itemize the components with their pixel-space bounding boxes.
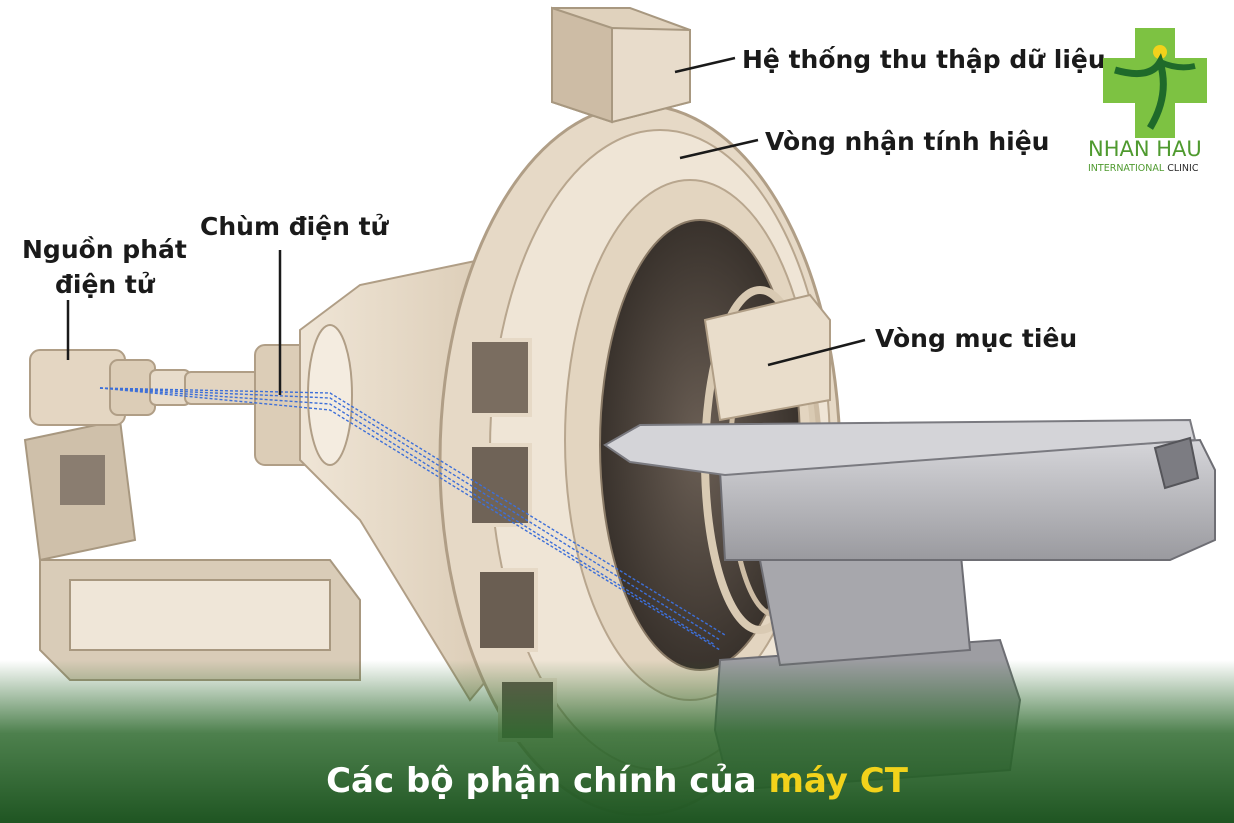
logo-sub-clinic: CLINIC (1167, 163, 1199, 174)
logo-sub: INTERNATIONAL CLINIC (1088, 163, 1199, 174)
label-signal-ring: Vòng nhận tính hiệu (765, 127, 1049, 156)
logo-name: NHAN HAU (1088, 137, 1202, 161)
label-electron-source-line1: Nguồn phát (22, 235, 187, 264)
medical-cross-icon (1103, 28, 1207, 138)
caption: Các bộ phận chính của máy CT (326, 761, 909, 801)
label-target-ring: Vòng mục tiêu (875, 324, 1077, 353)
electron-beams (99, 387, 726, 651)
support-frame (23, 418, 361, 681)
label-data-acquisition: Hệ thống thu thập dữ liệu (742, 45, 1106, 74)
leader-lines (66, 56, 866, 395)
clinic-logo: NHAN HAU INTERNATIONAL CLINIC (1088, 28, 1207, 174)
caption-highlight: máy CT (768, 761, 908, 801)
logo-sub-international: INTERNATIONAL (1088, 163, 1165, 174)
label-electron-beam: Chùm điện tử (200, 212, 390, 241)
caption-prefix: Các bộ phận chính của (326, 761, 757, 801)
data-acquisition-box (551, 6, 691, 124)
label-electron-source-line2: điện tử (55, 270, 156, 299)
caption-band (0, 660, 1234, 823)
